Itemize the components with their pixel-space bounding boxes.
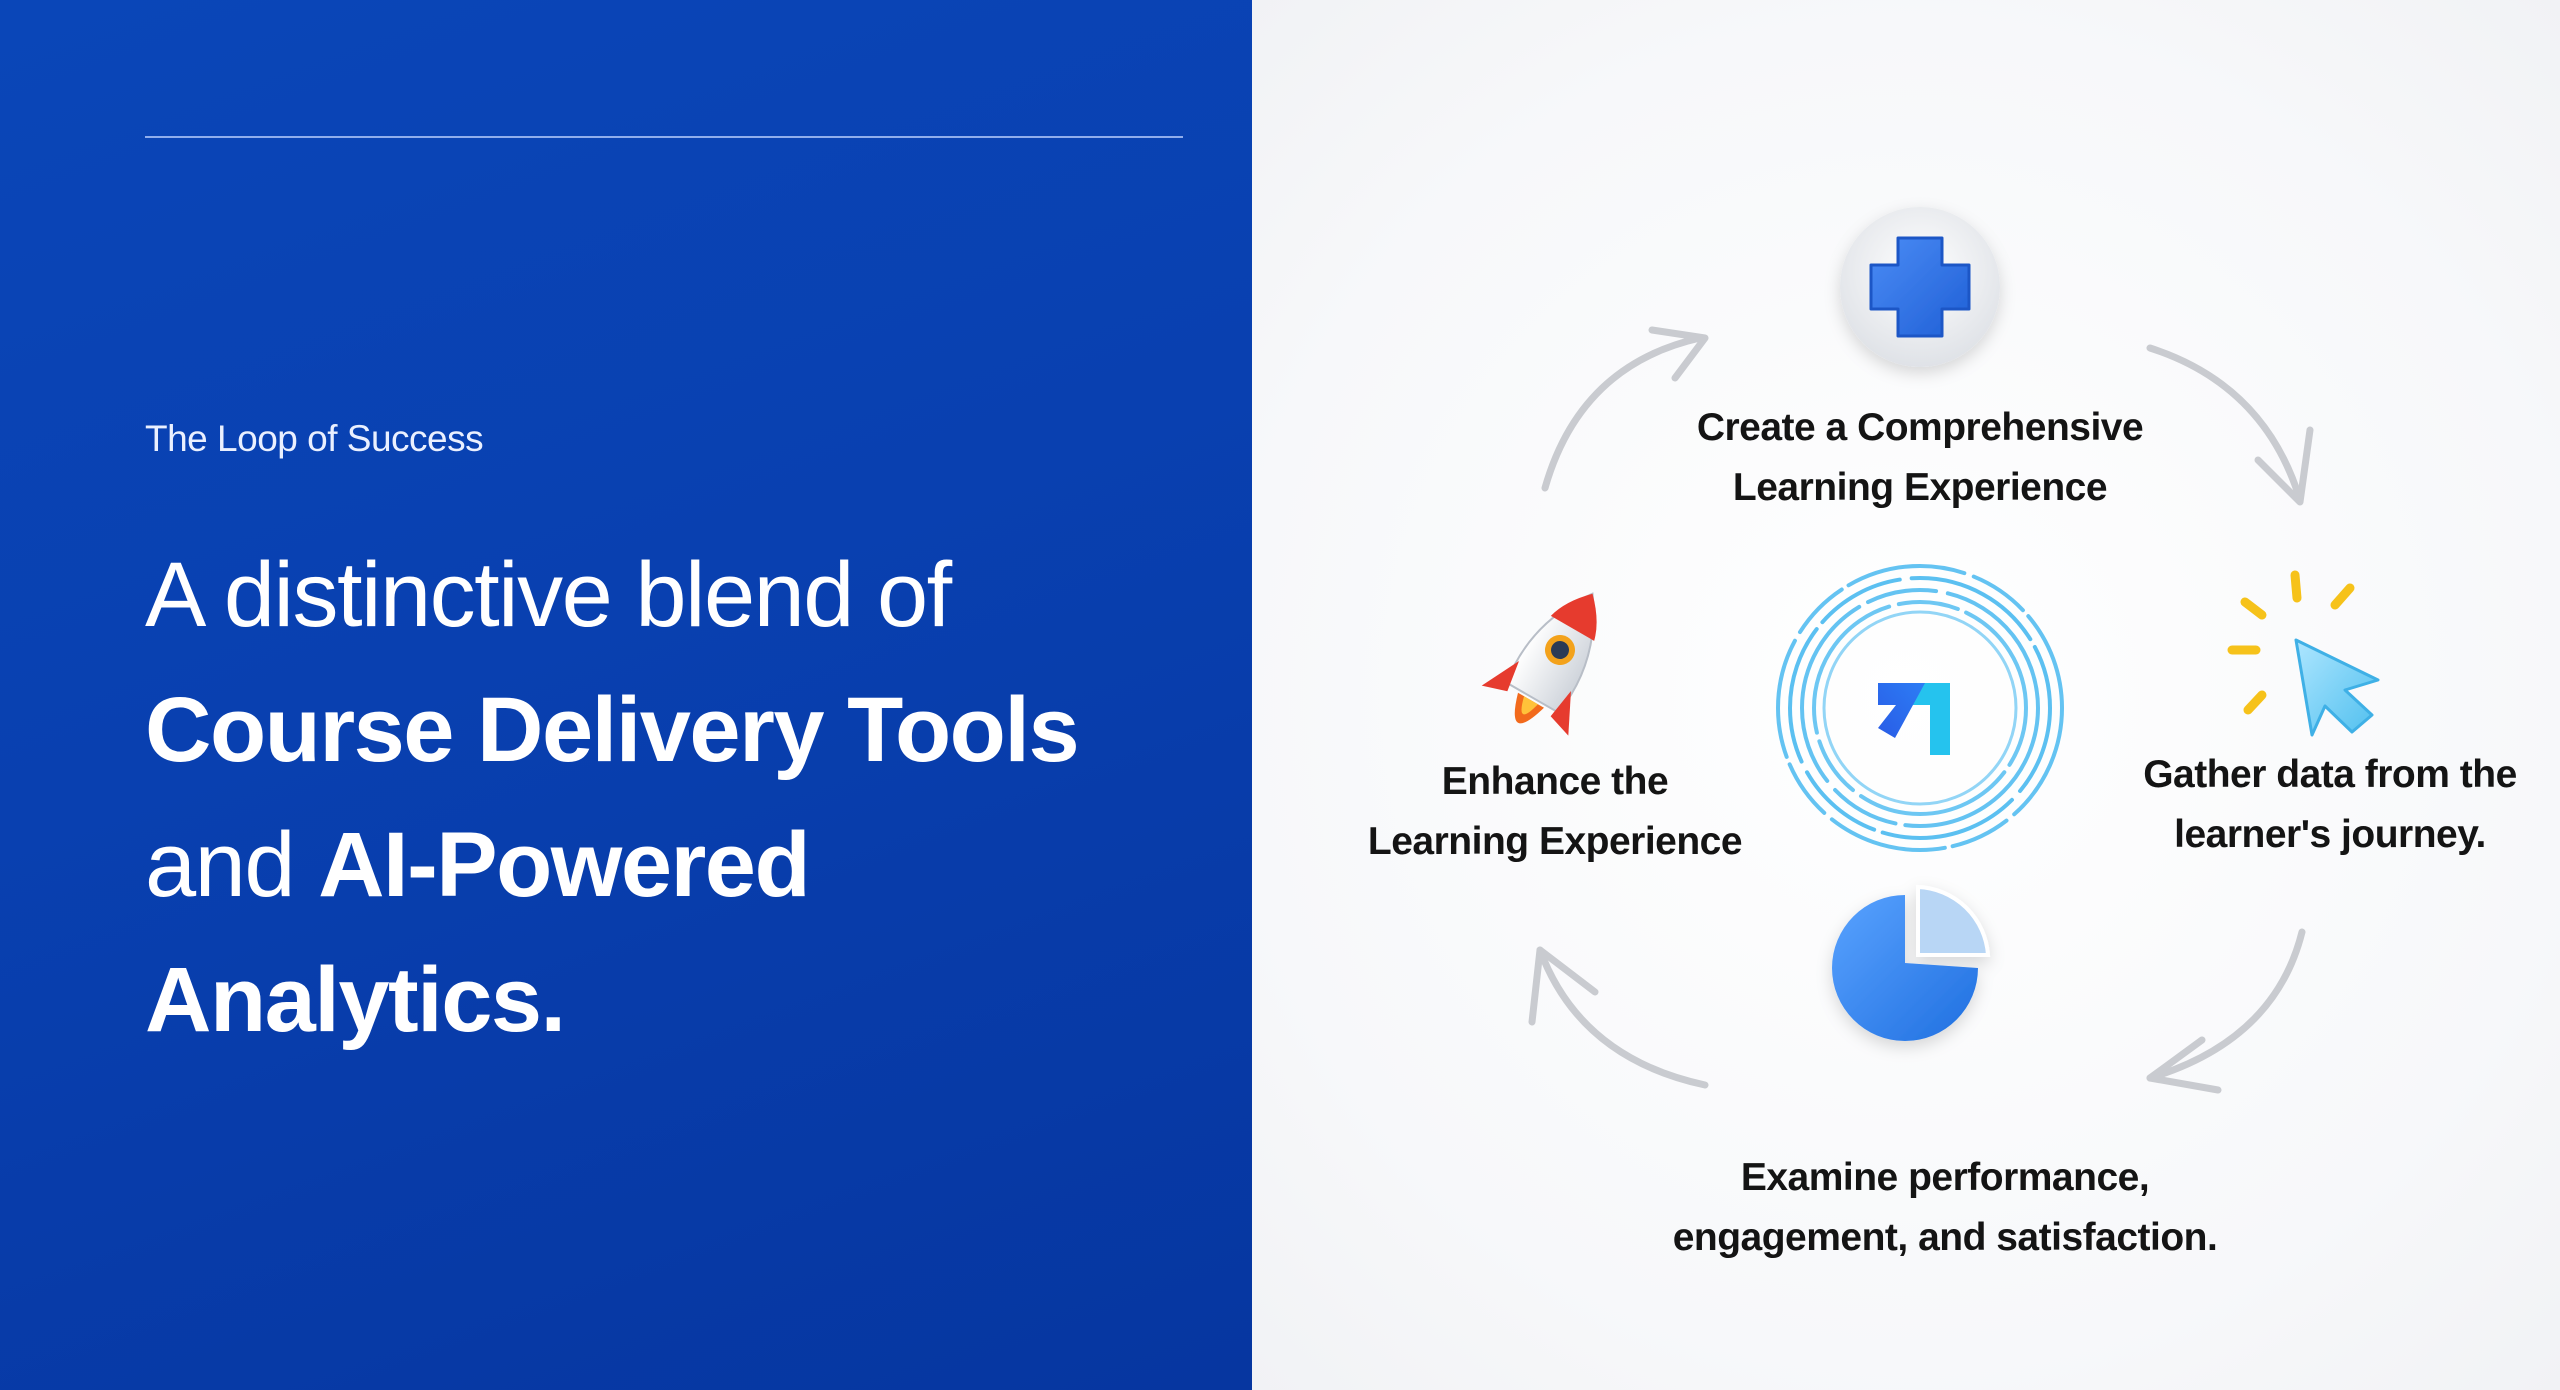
headline-line-1: A distinctive blend of [145, 544, 952, 646]
cycle-arrow-bottom-left [1528, 946, 1709, 1089]
pie-chart-icon [1832, 884, 1991, 1041]
node-label-enhance-line-2: Learning Experience [1367, 820, 1743, 863]
headline-line-3-light: and [145, 814, 319, 916]
divider-line [145, 136, 1183, 138]
headline-line-2: Course Delivery Tools [145, 679, 1080, 781]
headline-line-4: Analytics. [145, 949, 566, 1051]
left-panel: The Loop of Success A distinctive blend … [0, 0, 1252, 1390]
node-label-examine-line-2: engagement, and satisfaction. [1672, 1216, 2218, 1259]
plus-icon [1840, 207, 2000, 367]
headline-line-3-bold: AI-Powered [318, 814, 811, 916]
node-label-create: Create a Comprehensive Learning Experien… [1630, 398, 2210, 518]
node-label-examine-line-1: Examine performance, [1740, 1156, 2150, 1199]
node-label-examine: Examine performance, engagement, and sat… [1625, 1148, 2265, 1268]
node-label-enhance-line-1: Enhance the [1441, 760, 1669, 803]
headline-line-3: and AI-Powered [145, 798, 1205, 933]
node-label-enhance: Enhance the Learning Experience [1345, 752, 1765, 872]
node-label-create-line-2: Learning Experience [1732, 466, 2108, 509]
cycle-arrow-top-left [1541, 326, 1709, 492]
node-label-gather-line-1: Gather data from the [2143, 753, 2517, 796]
arrow-up-right-logo-icon [1878, 683, 1950, 755]
center-logo [1776, 564, 2064, 852]
cycle-arrow-bottom-right [2146, 928, 2306, 1094]
cycle-arrow-top-right [2146, 344, 2314, 506]
node-label-gather-line-2: learner's journey. [2174, 813, 2486, 856]
node-label-gather: Gather data from the learner's journey. [2115, 745, 2545, 865]
cursor-click-icon [2227, 570, 2380, 737]
eyebrow-text: The Loop of Success [145, 418, 484, 459]
node-label-create-line-1: Create a Comprehensive [1696, 406, 2144, 449]
headline: A distinctive blend of Course Delivery T… [145, 528, 1205, 1068]
rocket-icon [1481, 592, 1597, 736]
